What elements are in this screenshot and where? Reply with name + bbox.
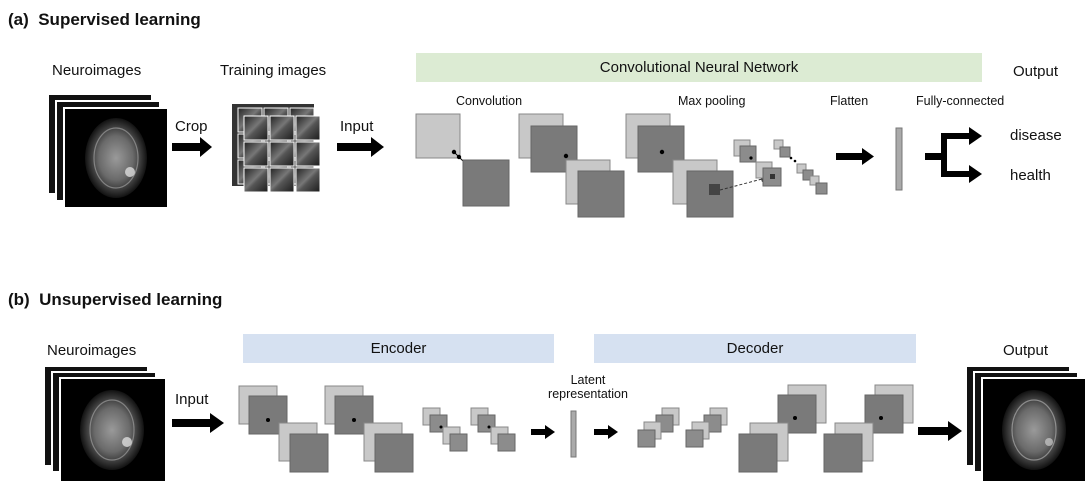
cnn-band: Convolutional Neural Network xyxy=(416,53,982,82)
panel-a-title: (a) Supervised learning xyxy=(8,10,201,29)
output-label-b: Output xyxy=(1003,342,1049,359)
decoder-layer-3 xyxy=(823,384,914,473)
neuroimages-label-a: Neuroimages xyxy=(52,62,142,79)
disease-label: disease xyxy=(1010,127,1062,144)
input-label-b: Input xyxy=(175,391,209,408)
conv-feature-maps xyxy=(518,113,625,218)
encoder-to-latent-arrow xyxy=(531,425,555,439)
health-label: health xyxy=(1010,167,1051,184)
reconstructed-image-stack xyxy=(965,365,1087,482)
neuroimage-stack-a xyxy=(47,93,169,209)
fully-connected-arrows xyxy=(925,127,982,183)
fully-connected-label: Fully-connected xyxy=(916,94,1005,108)
decoder-layer-2 xyxy=(738,384,827,473)
max-pooling-label: Max pooling xyxy=(678,94,746,108)
training-images-label: Training images xyxy=(220,62,327,79)
encoder-band: Encoder xyxy=(243,334,554,363)
crop-arrow xyxy=(172,137,212,157)
latent-vector xyxy=(570,410,577,458)
flatten-vector xyxy=(895,127,903,191)
output-arrow-b xyxy=(918,421,962,441)
encoder-layer-3 xyxy=(422,407,516,452)
pooled-maps xyxy=(733,139,782,187)
input-label-a: Input xyxy=(340,118,374,135)
encoder-layer-1 xyxy=(238,385,329,473)
flatten-label: Flatten xyxy=(830,94,869,108)
pooled-maps-small xyxy=(773,139,828,195)
crop-label: Crop xyxy=(175,118,208,135)
brain-scan-image xyxy=(85,118,147,198)
encoder-label: Encoder xyxy=(370,340,427,357)
training-image-tiles xyxy=(232,104,321,193)
input-arrow-a xyxy=(337,137,384,157)
decoder-layer-1 xyxy=(637,407,728,448)
flatten-arrow xyxy=(836,148,874,165)
latent-to-decoder-arrow xyxy=(594,425,618,439)
pooling-feature-maps xyxy=(625,113,767,218)
latent-representation-label: Latent representation xyxy=(548,373,628,401)
latent-line-2: representation xyxy=(548,387,628,401)
input-arrow-b xyxy=(172,413,224,433)
cnn-label: Convolutional Neural Network xyxy=(599,59,799,76)
latent-line-1: Latent xyxy=(570,373,606,387)
encoder-layer-2 xyxy=(324,385,414,473)
decoder-label: Decoder xyxy=(726,340,784,357)
conv-input-map xyxy=(415,113,510,207)
panel-b-title: (b) Unsupervised learning xyxy=(8,290,223,309)
convolution-label: Convolution xyxy=(456,94,523,108)
neuroimages-label-b: Neuroimages xyxy=(47,342,137,359)
output-label-a: Output xyxy=(1013,63,1059,80)
decoder-band: Decoder xyxy=(594,334,916,363)
neuroimage-stack-b xyxy=(43,365,167,482)
